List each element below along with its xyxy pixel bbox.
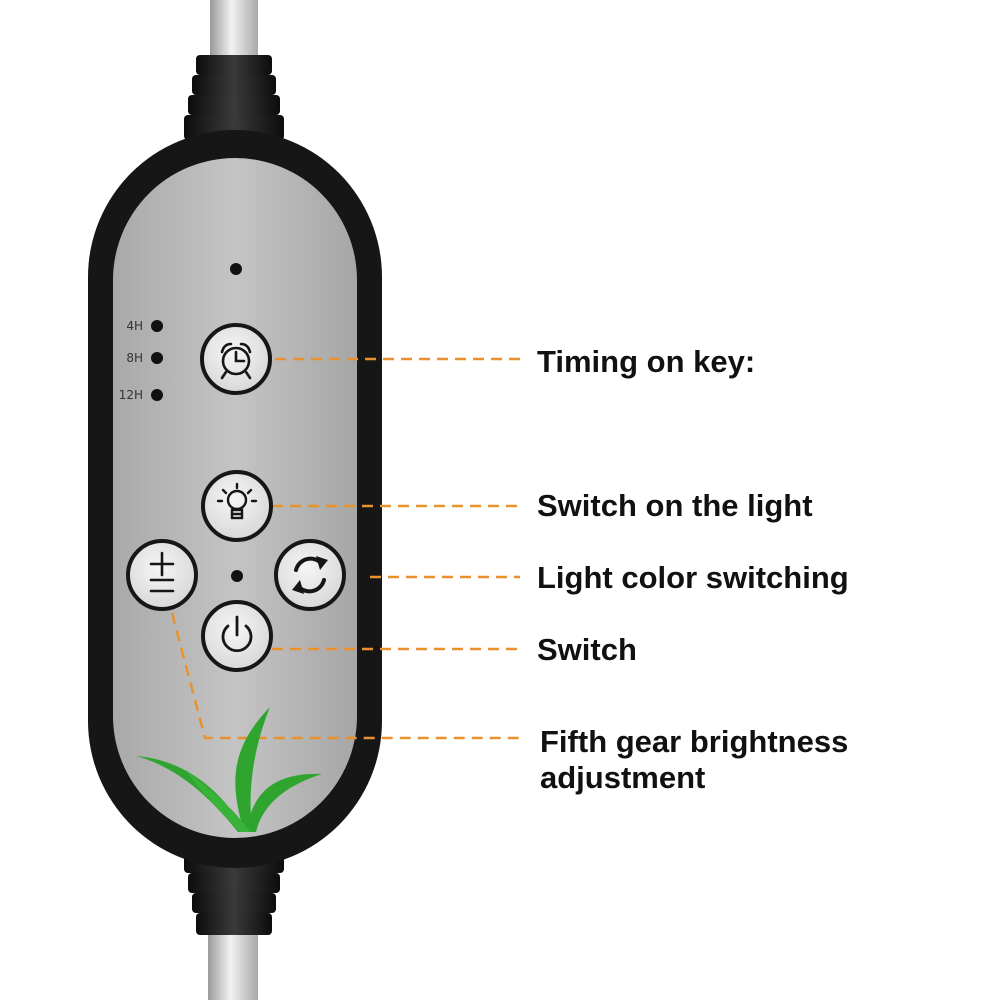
svg-text:4H: 4H [126, 319, 143, 333]
plant-decoration [136, 707, 322, 832]
timer-indicator-4h: 4H [126, 319, 163, 333]
strain-relief-top [184, 55, 284, 140]
svg-text:12H: 12H [119, 388, 143, 402]
timer-indicator-8h: 8H [126, 351, 163, 365]
power-button[interactable] [201, 600, 273, 672]
svg-text:8H: 8H [126, 351, 143, 365]
light-bulb-icon [216, 482, 258, 520]
callout-timing: Timing on key: [537, 344, 756, 379]
color-switch-button[interactable] [274, 539, 346, 611]
status-led-top [230, 263, 242, 275]
timing-button[interactable] [200, 323, 272, 395]
leader-line-brightness [170, 612, 520, 740]
timer-indicator-12h: 12H [119, 388, 163, 402]
callout-power: Switch [537, 632, 637, 667]
alarm-clock-icon [220, 342, 252, 380]
brightness-button[interactable] [126, 539, 198, 611]
callout-brightness-line2: adjustment [540, 760, 706, 795]
callout-color-switch: Light color switching [537, 560, 849, 595]
callout-brightness-line1: Fifth gear brightness [540, 724, 849, 759]
callout-brightness: Fifth gear brightness adjustment [540, 724, 848, 796]
leader-lines [170, 357, 520, 740]
cable-bottom [208, 935, 258, 1000]
callout-light-on: Switch on the light [537, 488, 813, 523]
plus-minus-icon [149, 551, 175, 593]
light-on-button[interactable] [201, 470, 273, 542]
status-led-center [231, 570, 243, 582]
power-icon [221, 615, 253, 653]
